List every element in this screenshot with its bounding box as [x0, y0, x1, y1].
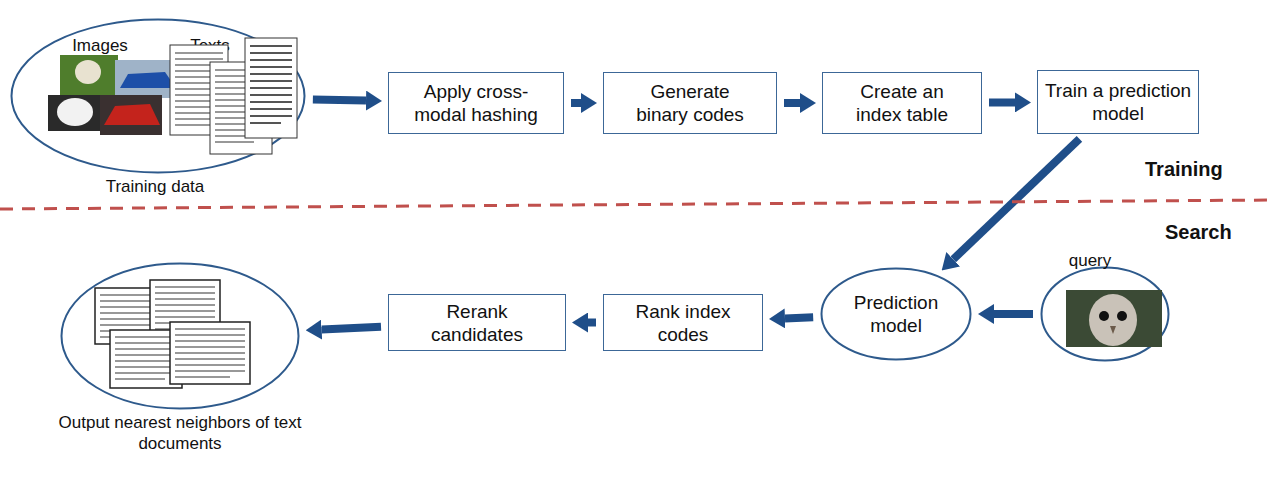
node-text: Apply cross-modal hashing — [409, 80, 543, 126]
photo-racecar-body — [104, 104, 160, 125]
node-text: query — [1055, 250, 1125, 271]
data-ellipse: ImagesTextsTraining data — [10, 18, 306, 174]
text-page — [95, 288, 163, 344]
page-sheet — [110, 330, 182, 388]
node-text: Train a prediction model — [1044, 79, 1192, 125]
owl-beak — [1110, 326, 1116, 334]
ellipse-outline — [1040, 266, 1170, 362]
page-sheet — [95, 288, 163, 344]
text-page — [170, 322, 250, 384]
page-sheet — [210, 62, 272, 154]
node-text: Rerank candidates — [409, 300, 545, 346]
text-page — [170, 45, 228, 135]
page-lines — [175, 53, 223, 125]
output-ellipse: Output nearest neighbors of text documen… — [60, 262, 300, 410]
query-photo — [1066, 290, 1162, 347]
flow-arrow — [313, 99, 366, 100]
photo-kitten — [48, 95, 103, 131]
node-text: Generate binary codes — [624, 80, 756, 126]
process-box: Rank index codes — [603, 294, 763, 351]
section-label: Training — [1145, 158, 1223, 181]
flow-arrow — [588, 319, 596, 327]
node-text: Output nearest neighbors of text documen… — [45, 412, 315, 454]
node-text: Rank index codes — [632, 300, 734, 346]
process-box: Create an index table — [822, 72, 982, 134]
ellipse-shape — [822, 269, 971, 360]
page-lines — [175, 329, 245, 377]
photo-car — [115, 60, 180, 98]
query-ellipse: query — [1040, 266, 1170, 362]
process-box: Train a prediction model — [1037, 70, 1199, 134]
flow-arrow — [322, 327, 381, 330]
text-page — [245, 38, 297, 138]
photo-cat-body — [75, 60, 101, 84]
flow-arrow — [989, 98, 1015, 106]
flow-arrow — [784, 99, 800, 107]
owl-eye — [1117, 311, 1127, 321]
ellipse-outline — [60, 262, 300, 410]
page-sheet — [150, 280, 220, 346]
flow-arrow — [953, 139, 1079, 260]
photo-cat — [60, 55, 118, 95]
flow-arrow — [994, 310, 1033, 318]
ellipse-outline — [10, 18, 306, 174]
page-sheet — [170, 45, 228, 135]
ellipse-shape — [12, 20, 305, 173]
page-lines — [100, 295, 158, 337]
photo-kitten-face — [57, 98, 93, 126]
photo-thumbnails — [48, 55, 180, 135]
page-sheet — [245, 38, 297, 138]
output-pages — [95, 280, 250, 388]
flow-arrow — [785, 317, 813, 318]
page-lines — [215, 70, 267, 142]
photo-background — [1066, 290, 1162, 347]
ellipse-outline — [820, 267, 972, 361]
process-box: Generate binary codes — [603, 72, 777, 134]
owl-eye — [1099, 311, 1109, 321]
node-text: Texts — [170, 35, 250, 56]
node-text: Training data — [60, 176, 250, 197]
node-text: Images — [55, 35, 145, 56]
section-label: Search — [1165, 221, 1232, 244]
page-sheet — [170, 322, 250, 384]
node-text: Create an index table — [843, 80, 961, 126]
ellipse-shape — [1042, 268, 1169, 361]
page-lines — [155, 287, 215, 335]
node-text: Prediction model — [840, 291, 952, 337]
photo-car-body — [120, 72, 176, 88]
page-lines — [115, 337, 177, 379]
ellipse-shape — [62, 264, 299, 409]
text-page — [110, 330, 182, 388]
separator-line — [0, 200, 1275, 209]
process-box: Apply cross-modal hashing — [388, 72, 564, 134]
page-lines — [250, 46, 292, 123]
process-box: Rerank candidates — [388, 294, 566, 351]
text-pages — [170, 38, 297, 154]
text-page — [150, 280, 220, 346]
flow-arrow — [571, 99, 581, 107]
photo-racecar — [100, 95, 162, 135]
model-ellipse: Prediction model — [820, 267, 972, 361]
text-page — [210, 62, 272, 154]
owl-face — [1089, 294, 1137, 346]
